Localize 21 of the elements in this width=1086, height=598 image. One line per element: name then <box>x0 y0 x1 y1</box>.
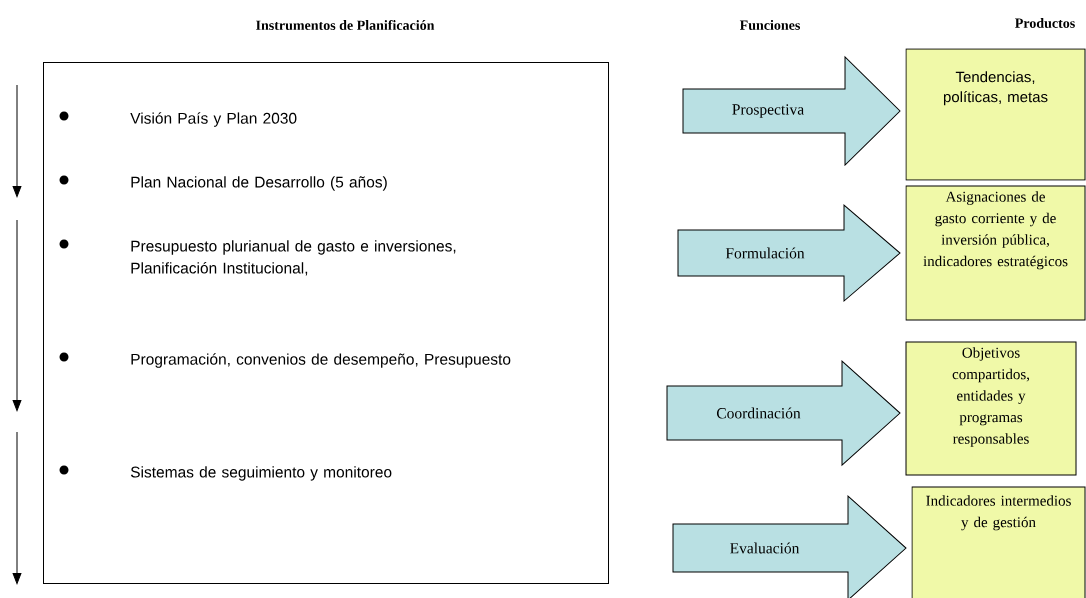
bullet-text: Presupuesto plurianual de gasto e inversiones, Planificación Institucional, <box>131 240 456 276</box>
bullet-text: Visión País y Plan 2030 <box>130 112 297 127</box>
edge-label: Prospectiva <box>732 104 804 118</box>
column-heading: Funciones <box>739 20 800 30</box>
bullet-text: Sistemas de seguimiento y monitoreo <box>130 466 392 481</box>
edge-label: Coordinación <box>716 407 801 419</box>
block-arrow <box>677 204 901 302</box>
bullet-text: Programación, convenios de desempeño, Presupuesto <box>131 353 511 368</box>
edge-label: Formulación <box>725 247 805 259</box>
product-box: Indicadores intermedios y de gestión <box>911 486 1086 598</box>
block-arrow <box>672 495 907 598</box>
block-arrow <box>666 360 901 466</box>
product-box: Asignaciones de gasto corriente y de inversión pública, indicadores estratégicos <box>905 185 1086 321</box>
product-box: Objetivos compartidos, entidades y programas responsables <box>905 341 1077 476</box>
column-heading: Productos <box>1015 18 1075 28</box>
edge-label: Evaluación <box>730 542 800 554</box>
block-arrow <box>682 56 901 166</box>
bullet-text: Plan Nacional de Desarrollo (5 años) <box>131 176 387 191</box>
list-box <box>43 62 609 584</box>
product-box: Tendencias, políticas, metas <box>905 48 1086 181</box>
column-heading: Instrumentos de Planificación <box>256 20 435 30</box>
